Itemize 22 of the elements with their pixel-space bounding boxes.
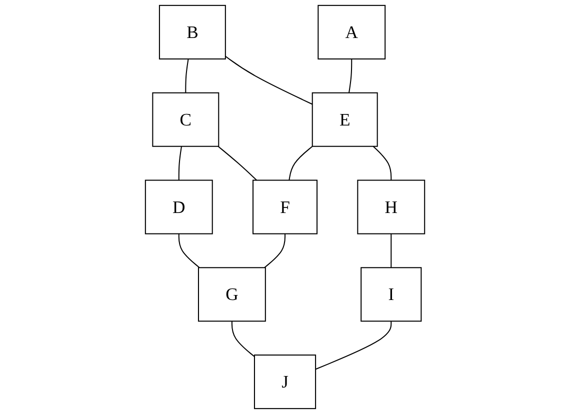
- connector: [348, 58, 353, 93]
- node-box: D: [145, 180, 214, 234]
- connector: [289, 146, 314, 180]
- node-box: C: [152, 92, 220, 147]
- node-box: G: [198, 267, 266, 322]
- connector: [264, 234, 286, 268]
- node-box: A: [318, 4, 386, 60]
- node-box: B: [159, 4, 226, 60]
- node-box: I: [361, 267, 422, 322]
- connector: [218, 146, 258, 181]
- node-box: F: [252, 180, 318, 234]
- connector: [186, 58, 190, 93]
- connector: [178, 234, 200, 268]
- connector: [391, 234, 392, 268]
- connector: [232, 321, 256, 358]
- node-box: H: [358, 180, 426, 234]
- connector: [178, 146, 182, 180]
- connector: [316, 321, 392, 370]
- node-box: E: [312, 92, 378, 147]
- node-box: J: [254, 354, 317, 410]
- connector: [373, 146, 392, 180]
- connector: [226, 56, 314, 105]
